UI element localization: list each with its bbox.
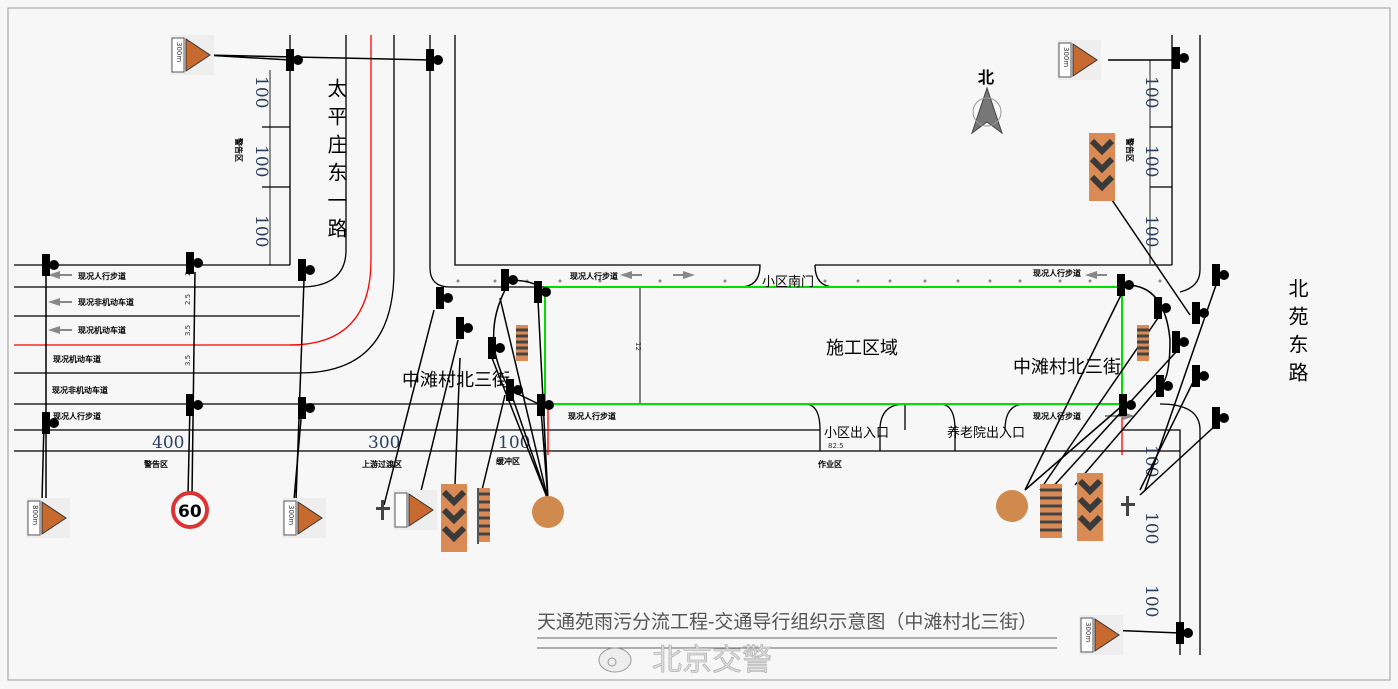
- street-label-right: 中滩村北三街: [1013, 357, 1121, 378]
- dim-100-west-1: 100: [251, 76, 271, 108]
- zone-upstream-transition: 上游过渡区: [362, 459, 402, 469]
- road-name-east: 北苑东路: [1285, 278, 1309, 390]
- dim-100-east-5: 100: [1141, 512, 1161, 544]
- sign-dist-text: 300m: [1062, 47, 1070, 67]
- zone-warning: 警告区: [143, 459, 168, 469]
- sign-dist-text: 300m: [175, 42, 183, 62]
- sign-dist-text: 300m: [1084, 622, 1092, 642]
- zone-buffer: 缓冲区: [496, 456, 520, 466]
- construction-zone-boundary: [544, 286, 1123, 405]
- lane-width-labels: 2 2.5 3.5 3.5 12: [184, 272, 642, 366]
- chevron-sign-icon: [441, 484, 467, 552]
- dim-100-east-6: 100: [1141, 585, 1161, 617]
- cone-light-icon: [996, 490, 1028, 522]
- north-compass-icon: 北: [971, 68, 1003, 135]
- barrier-icon: [514, 323, 530, 363]
- watermark-text: 北京交警: [652, 643, 772, 678]
- lane-label-sidewalk-main-bottom: 现况人行步道: [568, 411, 616, 421]
- lane-label-nonmotor-south: 现况非机动车道: [52, 385, 108, 395]
- dim-100-east-2: 100: [1141, 145, 1161, 177]
- dim-100-east-3: 100: [1141, 215, 1161, 247]
- sidewalk-dots: [456, 279, 1162, 283]
- chevron-sign-icon: [1089, 133, 1115, 201]
- dim-100-west-2: 100: [251, 145, 271, 177]
- lane-label-motor-south: 现况机动车道: [53, 354, 101, 364]
- diagram-title: 天通苑雨污分流工程-交通导行组织示意图（中滩村北三街）: [537, 611, 1037, 633]
- chevron-sign-icon: [1077, 473, 1103, 541]
- lane-label-motor-north: 现况机动车道: [78, 325, 126, 335]
- frame-border: [7, 7, 1391, 681]
- lane-label-nonmotor-north: 现况非机动车道: [78, 297, 134, 307]
- svg-text:2.5: 2.5: [184, 294, 192, 305]
- centerline-west: [289, 35, 372, 346]
- gate-community-label: 小区出入口: [824, 426, 889, 441]
- zone-work: 作业区: [818, 459, 842, 469]
- weibo-logo-icon: [598, 647, 632, 673]
- lane-label-sidewalk-north: 现况人行步道: [78, 271, 126, 281]
- sign-dist-text: 800m: [31, 505, 39, 525]
- svg-text:3.5: 3.5: [184, 355, 192, 366]
- dim-100-east-4: 100: [1141, 445, 1161, 477]
- dim-82-5: 82.5: [828, 442, 844, 450]
- barrier-icon: [1135, 323, 1151, 363]
- leader-lines: [41, 54, 1217, 634]
- dim-100-east-1: 100: [1141, 76, 1161, 108]
- dim-100-west-3: 100: [251, 215, 271, 247]
- svg-text:3.5: 3.5: [184, 325, 192, 336]
- barrier-icon: [1040, 484, 1062, 538]
- lane-label-sidewalk-east-bottom: 现况人行步道: [1033, 411, 1081, 421]
- dim-300: 300: [368, 433, 400, 453]
- svg-text:北: 北: [978, 68, 994, 87]
- west-lane-lines: [14, 264, 1180, 452]
- worker-sign-icon: [376, 496, 1135, 520]
- zone-warning-west: 警告区: [234, 137, 244, 162]
- sign-dist-text: 300m: [287, 505, 295, 525]
- dim-100-buffer: 100: [498, 433, 530, 453]
- barrier-icon: [477, 488, 490, 544]
- lane-label-sidewalk-main-top: 现况人行步道: [570, 271, 618, 281]
- dim-400: 400: [152, 433, 184, 453]
- zone-warning-east: 警告区: [1125, 137, 1135, 162]
- street-label-left: 中滩村北三街: [402, 370, 510, 391]
- svg-text:12: 12: [634, 342, 642, 351]
- cone-light-icon: [532, 496, 564, 528]
- gate-nursing-home-label: 养老院出入口: [947, 425, 1025, 441]
- lane-label-sidewalk-east-top: 现况人行步道: [1033, 268, 1081, 278]
- lane-label-sidewalk-south: 现况人行步道: [53, 411, 101, 421]
- road-name-west: 太平庄东一路: [324, 78, 348, 246]
- west-road-lines: [262, 35, 395, 374]
- gate-south-label: 小区南门: [762, 274, 814, 290]
- construction-area-label: 施工区域: [826, 338, 898, 359]
- speed-limit-sign-icon: 60: [171, 491, 209, 529]
- svg-text:60: 60: [178, 502, 202, 522]
